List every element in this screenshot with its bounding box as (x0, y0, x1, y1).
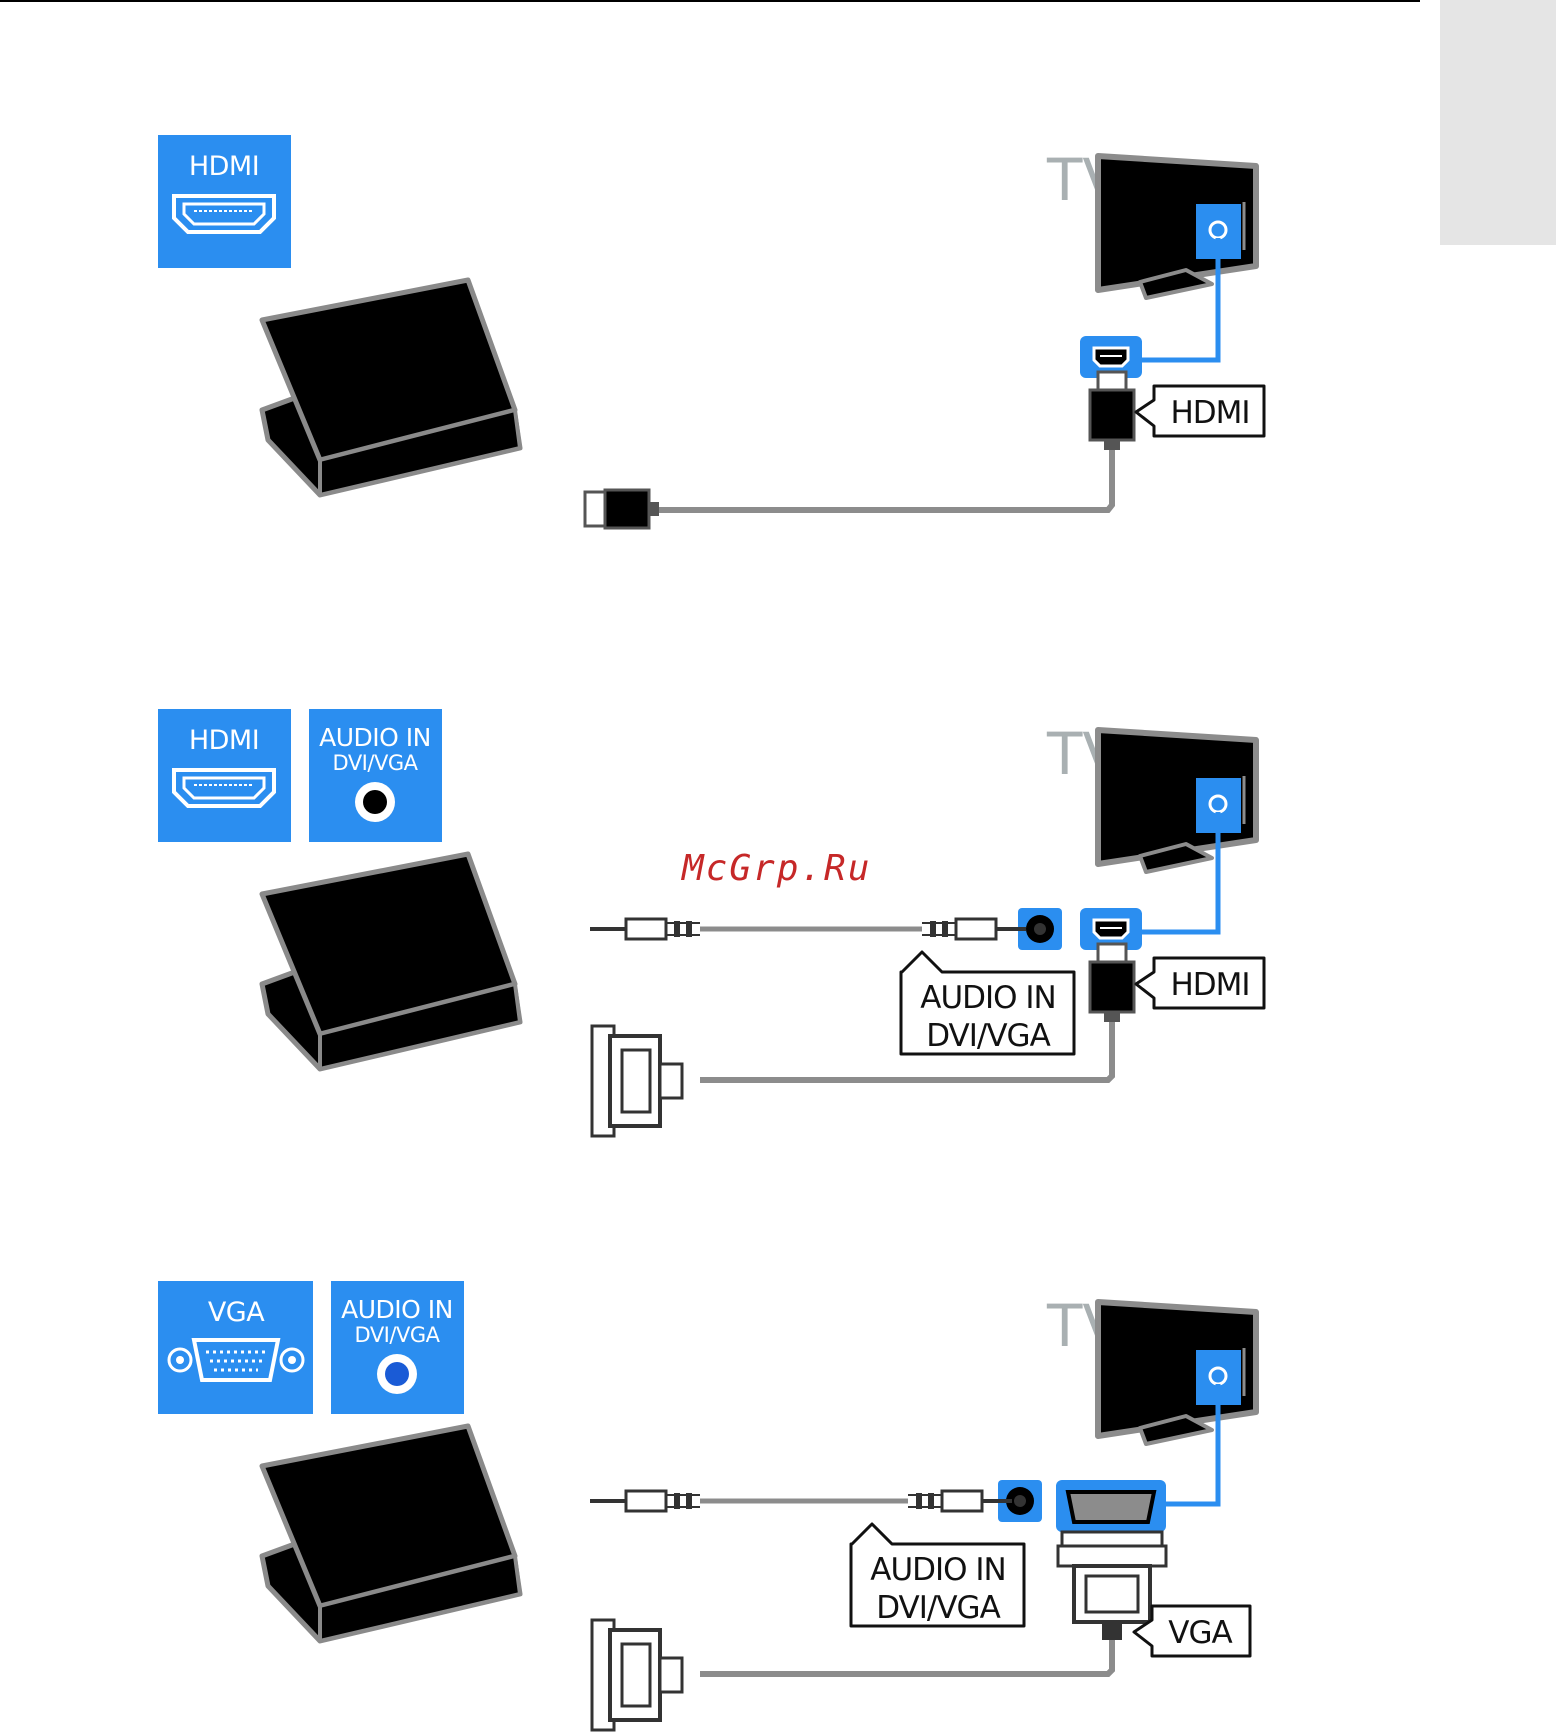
audio-in-icon-label: AUDIO IN (341, 1295, 453, 1324)
laptop-icon (262, 854, 520, 1069)
hdmi-icon-label: HDMI (189, 151, 259, 182)
hdmi-callout-text: HDMI (1170, 967, 1249, 1003)
audio-in-icon-sublabel: DVI/VGA (355, 1323, 441, 1347)
hdmi-callout-text: HDMI (1170, 395, 1249, 431)
audio-plug-icon (590, 1491, 700, 1511)
audio-in-callout-line2: DVI/VGA (926, 1018, 1050, 1054)
vga-icon-tile: VGA (158, 1281, 313, 1414)
side-tab (1440, 0, 1556, 245)
hdmi-plug-icon (1090, 944, 1134, 1022)
audio-plug-icon (590, 919, 700, 939)
audio-in-icon-sublabel: DVI/VGA (333, 751, 419, 775)
panel-hdmi: HDMI TV HDMI (158, 135, 1264, 528)
hdmi-icon-tile: HDMI (158, 709, 291, 842)
vga-port-icon (1056, 1480, 1166, 1532)
audio-plug-icon (908, 1491, 1012, 1511)
panel-hdmi-audio: HDMI AUDIO IN DVI/VGA TV HDMI (158, 709, 1264, 1136)
audio-in-callout-line1: AUDIO IN (870, 1552, 1006, 1588)
dvi-connector-icon (592, 1620, 682, 1730)
audio-in-callout: AUDIO IN DVI/VGA (901, 952, 1074, 1054)
hdmi-plug-laptop-icon (585, 490, 659, 528)
audio-plug-icon (922, 919, 1026, 939)
tv-icon (1098, 1302, 1256, 1444)
laptop-icon (262, 280, 520, 495)
panel-vga-audio: VGA AUDIO IN DVI/VGA TV (158, 1281, 1256, 1730)
hdmi-icon-label: HDMI (189, 725, 259, 756)
laptop-icon (262, 1426, 520, 1641)
vga-icon-label: VGA (208, 1297, 265, 1328)
watermark: McGrp.Ru (680, 848, 871, 889)
audio-in-callout-line2: DVI/VGA (876, 1590, 1000, 1626)
audio-in-callout: AUDIO IN DVI/VGA (851, 1524, 1024, 1626)
hdmi-callout: HDMI (1136, 958, 1264, 1008)
tv-icon (1098, 730, 1256, 872)
vga-callout: VGA (1134, 1606, 1250, 1656)
audio-in-callout-line1: AUDIO IN (920, 980, 1056, 1016)
hdmi-callout: HDMI (1136, 386, 1264, 436)
audio-in-icon-tile: AUDIO IN DVI/VGA (309, 709, 442, 842)
audio-in-icon-label: AUDIO IN (319, 723, 431, 752)
vga-callout-text: VGA (1168, 1615, 1232, 1651)
tv-icon (1098, 156, 1256, 298)
dvi-connector-icon (592, 1026, 682, 1136)
hdmi-plug-icon (1090, 372, 1134, 450)
hdmi-icon-tile: HDMI (158, 135, 291, 268)
audio-in-icon-tile: AUDIO IN DVI/VGA (331, 1281, 464, 1414)
